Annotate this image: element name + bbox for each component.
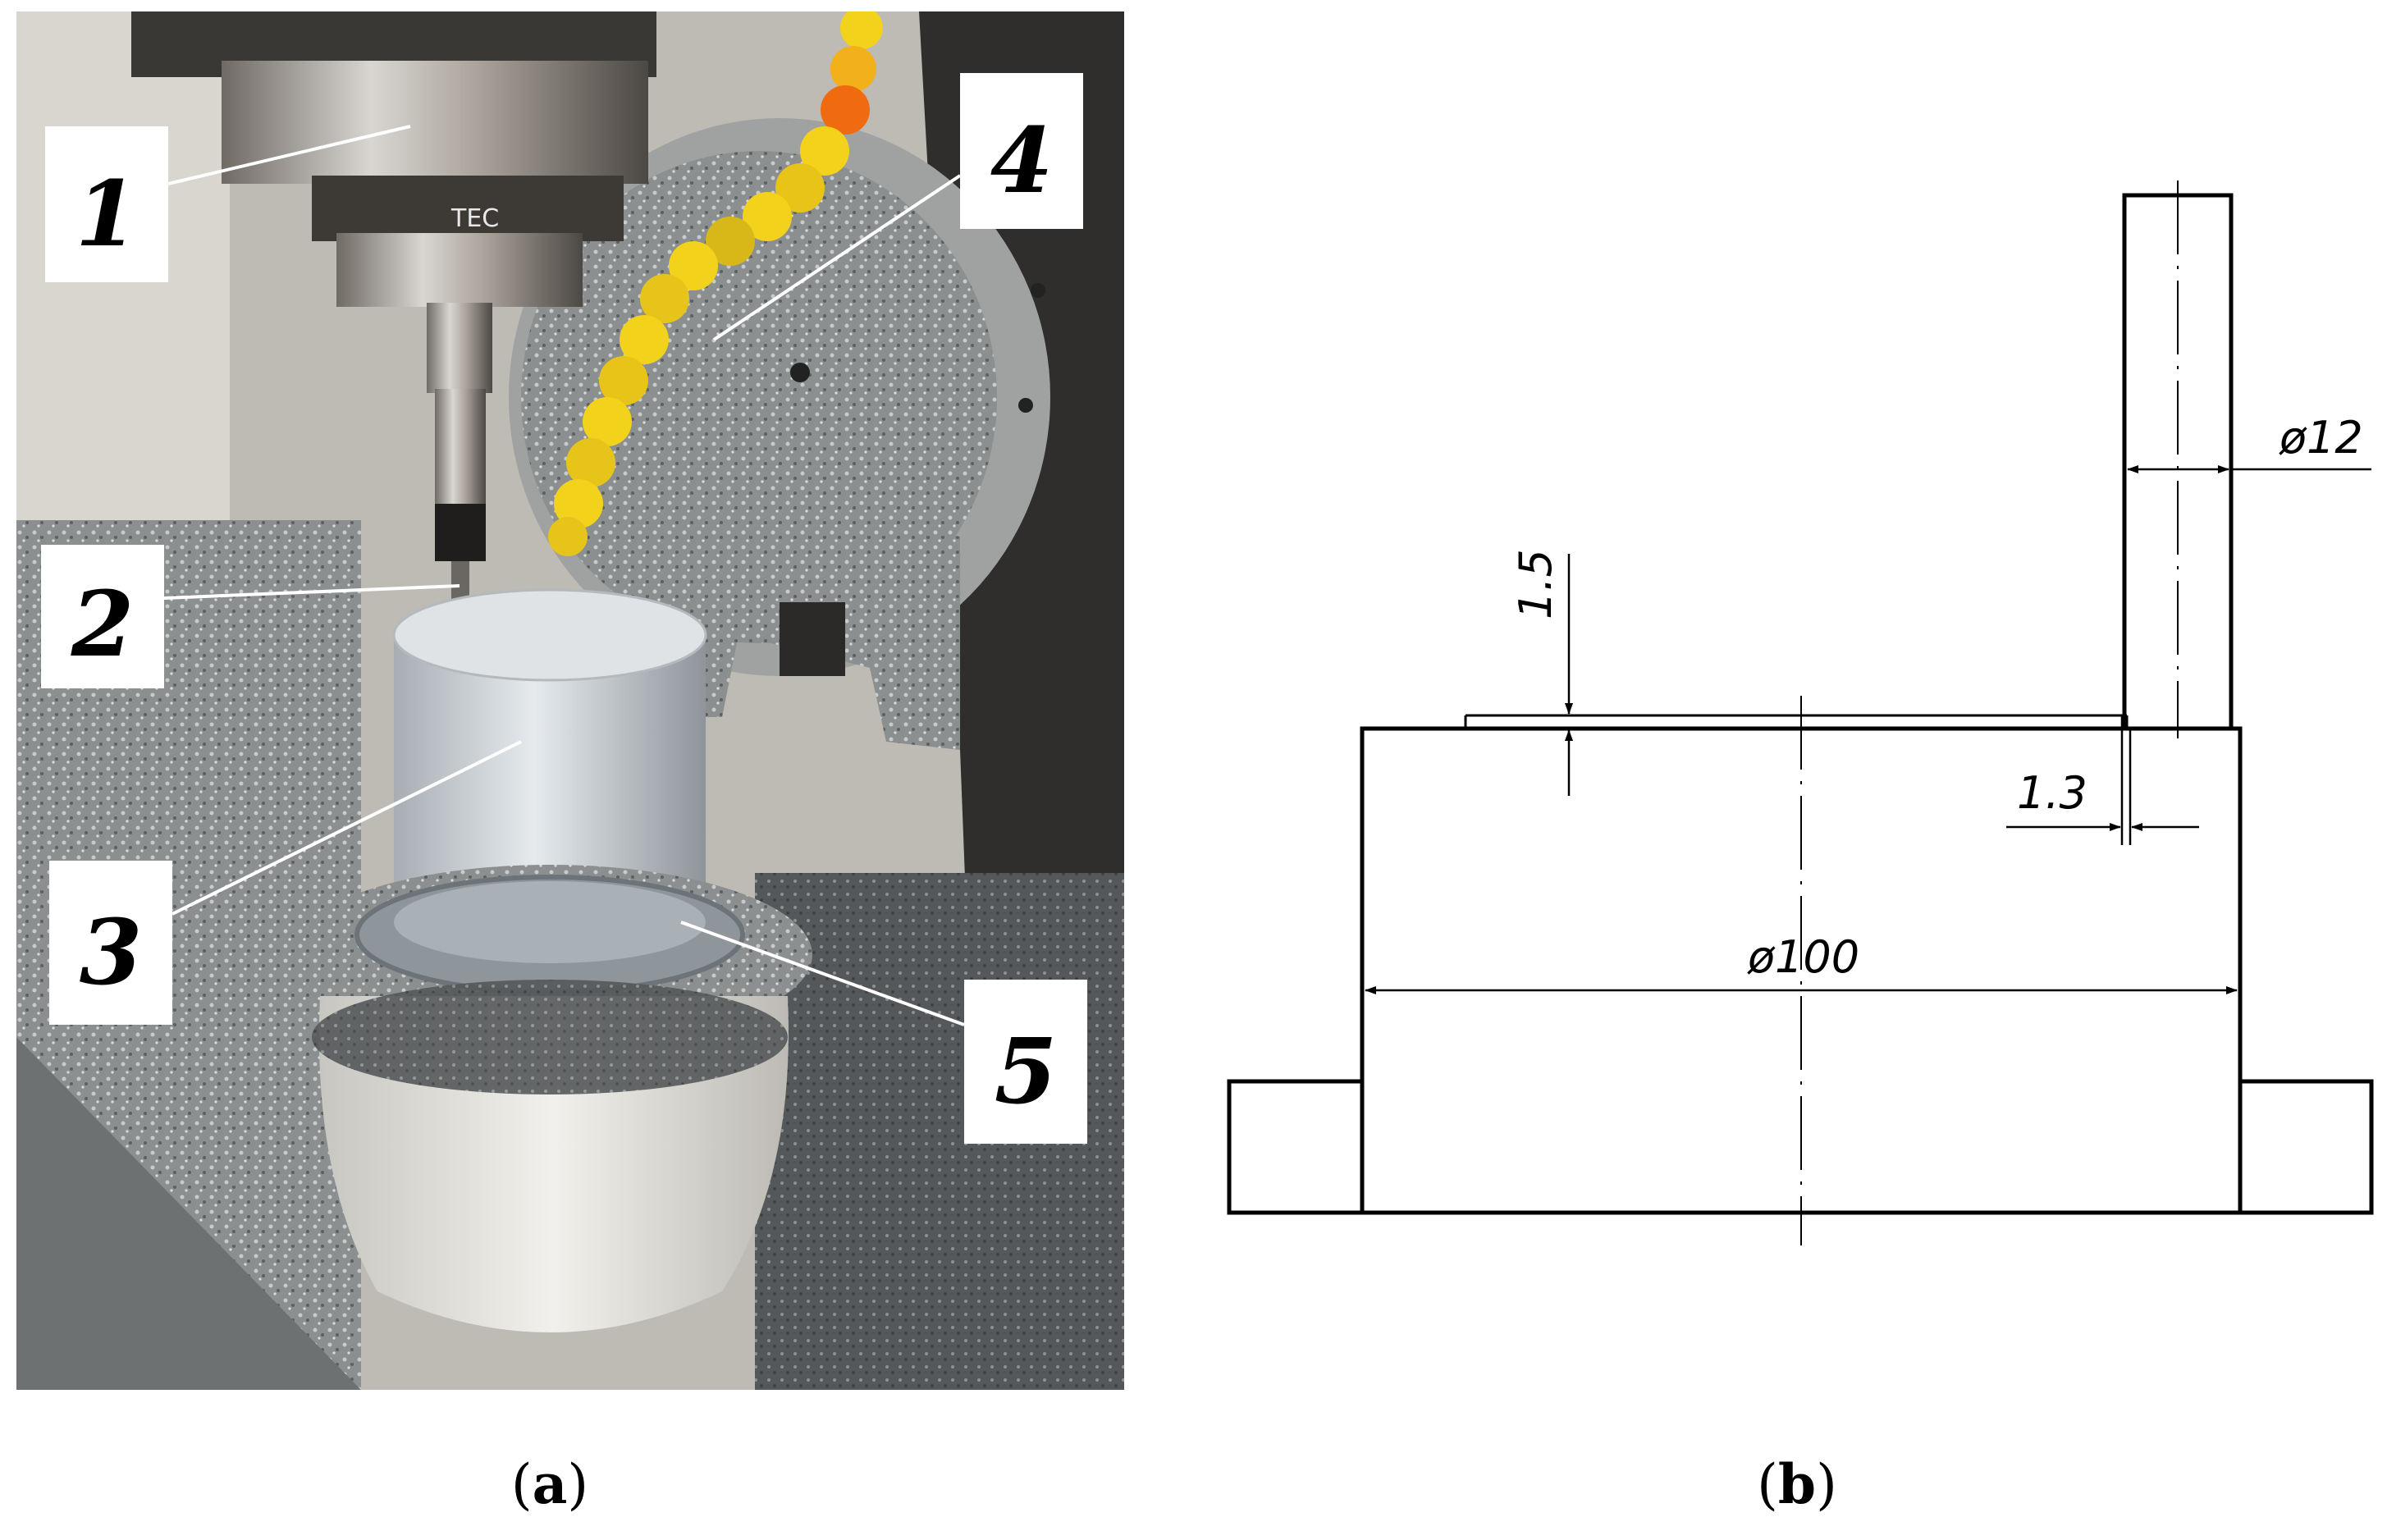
technical-drawing: ø12 1.5 1.3 ø100 — [1214, 164, 2380, 1255]
left-flange — [1227, 1079, 1365, 1215]
coolant-hose — [548, 11, 883, 556]
chuck-ring-inner — [394, 881, 706, 963]
photo-label-4: 4 — [960, 73, 1083, 229]
machining-photo: TEC — [16, 11, 1124, 1390]
photo-label-5: 5 — [964, 980, 1087, 1144]
right-flange — [2238, 1079, 2374, 1215]
table-bolt — [790, 363, 810, 382]
centerlines — [1800, 181, 2179, 1245]
svg-text:1: 1 — [75, 161, 139, 267]
svg-text:2: 2 — [71, 571, 135, 677]
caption-b: (b) — [1757, 1452, 1837, 1516]
svg-text:4: 4 — [990, 107, 1054, 213]
spindle-nose — [336, 233, 583, 307]
spindle-brand-text: TEC — [450, 204, 499, 233]
dim-part-diameter-label: ø100 — [1747, 931, 1859, 983]
spindle-housing — [222, 61, 648, 184]
dim-rod-diameter-label: ø12 — [2279, 412, 2363, 464]
surface-layer — [1464, 714, 2129, 729]
workpiece-top-face — [392, 588, 707, 682]
photo-label-2: 2 — [41, 545, 164, 688]
dim-gap-height-label: 1.5 — [1510, 549, 1562, 619]
photo-illustration: TEC — [16, 11, 1124, 1390]
drawing-svg: ø12 1.5 1.3 ø100 — [1227, 181, 2374, 1245]
photo-label-1: 1 — [45, 126, 168, 282]
svg-text:3: 3 — [80, 899, 143, 1005]
tool-holder — [427, 303, 492, 393]
clamp-bolt — [780, 602, 845, 676]
dim-offset-label: 1.3 — [2017, 767, 2087, 819]
leader-lines — [163, 125, 965, 1026]
caption-a: (a) — [510, 1452, 589, 1516]
photo-label-3: 3 — [49, 861, 172, 1025]
collet-nut — [435, 504, 486, 561]
table-bolt — [1018, 398, 1033, 413]
base-chip-band — [312, 980, 788, 1094]
spindle-ring — [312, 176, 624, 241]
table-bolt — [1031, 283, 1045, 298]
svg-text:5: 5 — [995, 1018, 1058, 1124]
dim-offset — [2006, 715, 2199, 845]
table-floor — [16, 1037, 361, 1390]
